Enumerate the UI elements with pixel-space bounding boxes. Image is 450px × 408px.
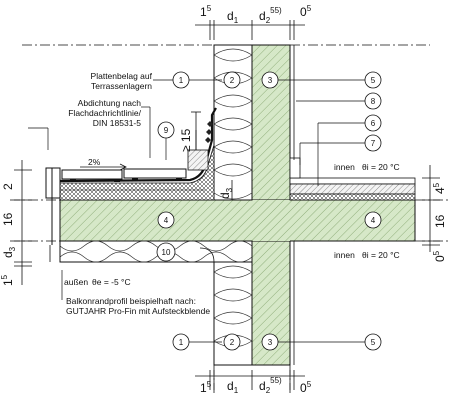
label-innen-top: innen: [334, 162, 355, 172]
marker-1-top: 1: [172, 71, 190, 89]
concrete-slab: [59, 199, 416, 242]
dim-inner-d3: d3: [218, 187, 234, 199]
marker-9: 9: [157, 121, 175, 139]
label-aussen: außen: [64, 277, 88, 287]
svg-text:2: 2: [230, 338, 235, 347]
dim-left-2: 2: [1, 183, 15, 190]
dim-bottom-4: 05: [300, 380, 312, 395]
marker-8: 8: [364, 92, 382, 110]
dim-bottom-1: 15: [200, 380, 212, 395]
dim-left-d3: d3: [1, 246, 17, 258]
dimension-texts: 15 d1 d255) 05 15 d1 d255) 05 2 16 d3 15…: [0, 4, 447, 395]
marker-5-bottom: 5: [364, 333, 382, 351]
marker-3-bottom: 3: [261, 333, 279, 351]
svg-text:4: 4: [371, 216, 376, 225]
marker-5-top: 5: [364, 71, 382, 89]
label-abdichtung-1: Abdichtung nach: [78, 98, 142, 108]
svg-text:3: 3: [268, 338, 273, 347]
waterproofing-layer: [57, 107, 217, 183]
marker-7: 7: [364, 134, 382, 152]
svg-text:2: 2: [230, 76, 235, 85]
svg-text:8: 8: [371, 97, 376, 106]
dimension-lines: [14, 20, 440, 390]
label-theta-i-bottom: θi = 20 °C: [362, 250, 400, 260]
dim-bottom-3: d255): [259, 376, 282, 395]
marker-1-bottom: 1: [172, 333, 190, 351]
slab-underside-insulation: [59, 240, 253, 263]
leader-lines: [28, 79, 365, 343]
svg-text:5: 5: [371, 76, 376, 85]
dim-top-3: d255): [259, 6, 282, 25]
interior-floor: [289, 157, 416, 201]
marker-10: 10: [156, 242, 176, 262]
svg-text:4: 4: [164, 216, 169, 225]
svg-text:10: 10: [162, 248, 171, 257]
svg-text:5: 5: [371, 338, 376, 347]
gravel-edge: [205, 121, 213, 143]
marker-4-right: 4: [364, 211, 382, 229]
svg-text:7: 7: [371, 139, 376, 148]
slope-label: 2%: [88, 157, 101, 167]
balcony-edge-profile: [45, 167, 61, 262]
label-theta-i-top: θi = 20 °C: [362, 162, 400, 172]
dim-top-2: d1: [227, 9, 239, 25]
label-balkon-2: GUTJAHR Pro-Fin mit Aufsteckblende: [66, 306, 210, 316]
wall-insulation-lower: [213, 261, 253, 366]
terrace-slabs: [61, 168, 187, 182]
label-plattenbelag-1: Plattenbelag auf: [91, 71, 153, 81]
svg-text:9: 9: [164, 126, 169, 135]
annotations: Plattenbelag auf Terrassenlagern Abdicht…: [64, 71, 400, 316]
marker-2-top: 2: [223, 71, 241, 89]
marker-4-left: 4: [157, 211, 175, 229]
svg-text:3: 3: [268, 76, 273, 85]
dim-right-05: 05: [432, 250, 447, 262]
svg-text:1: 1: [179, 76, 184, 85]
dim-left-15: 15: [0, 274, 15, 286]
label-abdichtung-2: Flachdachrichtlinie/: [68, 108, 141, 118]
label-innen-bottom: innen: [334, 250, 355, 260]
label-theta-e: θe = -5 °C: [92, 277, 131, 287]
svg-text:6: 6: [371, 119, 376, 128]
dim-bottom-2: d1: [227, 379, 239, 395]
marker-3-top: 3: [261, 71, 279, 89]
dim-right-45: 45: [432, 182, 447, 194]
label-balkon-1: Balkonrandprofil beispielhaft nach:: [66, 296, 196, 306]
label-abdichtung-3: DIN 18531-5: [93, 118, 141, 128]
dim-top-1: 15: [200, 4, 212, 19]
dim-min-15: ≥ 15: [179, 128, 193, 152]
dim-right-16: 16: [433, 214, 447, 228]
dim-top-4: 05: [300, 4, 312, 19]
structure: [10, 44, 448, 395]
svg-text:1: 1: [179, 338, 184, 347]
label-plattenbelag-2: Terrassenlagern: [91, 81, 152, 91]
marker-2-bottom: 2: [223, 333, 241, 351]
marker-6: 6: [364, 114, 382, 132]
dim-left-16: 16: [1, 212, 15, 226]
wall-insulation-upper: [213, 44, 253, 201]
balcony-insulation: [59, 144, 215, 201]
